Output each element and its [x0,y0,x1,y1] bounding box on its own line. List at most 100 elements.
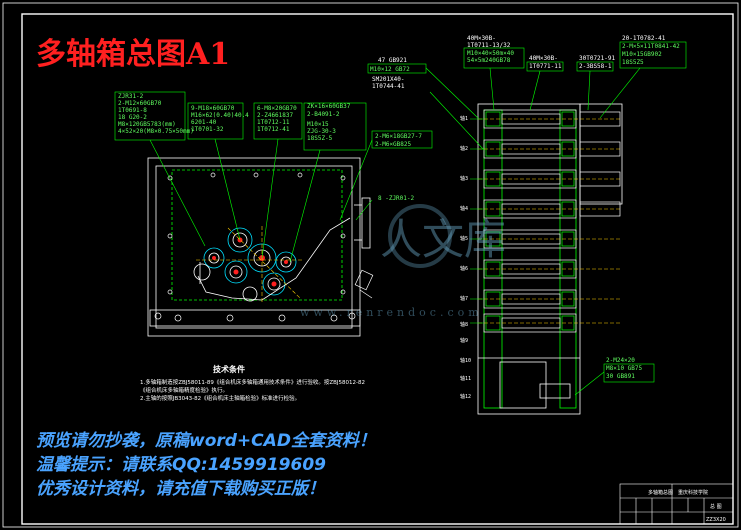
spindle-label: 轴4 [460,205,468,212]
callout-c4-line: 2-B4091-2 [307,111,340,118]
callout-c11-line: M10×15GB902 [622,51,662,58]
callout-c1-line: M8×120GB5783(mm) [118,121,176,128]
callout-c4-line: ZJG-30-3 [307,128,336,135]
tech-item: 1.多轴箱制造按ZBJ58011-89《组合机床多轴箱通用技术条件》进行验收。按… [140,378,365,386]
svg-text:40M×30B-1T0771-11: 40M×30B-1T0771-11 [529,55,562,70]
callout-c3-line: 6-M8×20GB70 [257,105,297,112]
callout-c12-line: M8×10 GB75 [606,365,643,372]
note-line-2: 温馨提示：请联系QQ:1459919609 [36,455,326,475]
tech-item: 2.主轴的按照JB3043-82《组合机床主轴箱检验》标准进行检验。 [140,394,300,402]
drawing-title: 多轴箱总图A1 [36,37,230,72]
callout-c4-line: ZK×16×60GB37 [307,103,351,110]
callout-c2-line: 9-M18×60GB70 [191,105,235,112]
callout-c8-line: 1T0711-13/32 [467,42,511,49]
callout-c9-line: 1T0771-11 [529,63,562,70]
tech-requirements: 技术条件 1.多轴箱制造按ZBJ58011-89《组合机床多轴箱通用技术条件》进… [140,364,365,402]
callout-c12-line: 2-M24×20 [606,357,635,364]
spindle-rows [470,109,622,333]
watermark-logo-icon [388,204,452,268]
callout-c2-line: 6201-40 [191,119,217,126]
spindle-label: 轴9 [460,337,468,344]
spindle-row [470,229,622,249]
title-block-school: 重庆科技学院 [678,489,708,496]
callout-c10-line: 30T0721-91 [579,55,616,62]
callout-c11-line: 2-M×5×11T0841-42 [622,43,680,50]
spindle-label: 轴12 [460,393,471,400]
spindle-row [470,139,622,159]
callout-c7-line: 47 GB921 [378,57,407,64]
spindle-row [470,289,622,309]
callout-c12-line: 30 GB891 [606,373,635,380]
svg-text:2-M6×18GB27-72-M6×GB825: 2-M6×18GB27-72-M6×GB825 [375,133,422,148]
gear-train [193,217,351,304]
spindle-label: 轴7 [460,295,468,302]
callout-c7-line: 1T0744-41 [372,83,405,90]
spindle-label: 轴6 [460,265,468,272]
callout-c1-line: 1T0691-8 [118,107,147,114]
callout-c9-line: 40M×30B- [529,55,558,62]
callout-c8-line: 54×5m240GB78 [467,57,511,64]
spindle-label: 轴10 [460,357,471,364]
spindle-label: 轴3 [460,175,468,182]
title-block-code: ZZ3X20 [706,517,726,523]
spindle-row [470,259,622,279]
spindle-label: 轴11 [460,375,471,382]
callout-c7-line: SM201X40- [372,76,405,83]
spindle-labels: 轴1 轴2 轴3 轴4 轴5 轴6 轴7 轴8 轴9 轴10 轴11 轴12 [460,115,471,400]
title-block-name: 多轴箱总图 [648,489,673,496]
callout-leaders-left [114,91,433,263]
spindle-row [470,169,622,189]
spindle-label: 轴8 [460,321,468,328]
oil-pump [354,269,374,299]
watermark-logo: 人文库 [380,215,506,264]
callout-c4-line: 18S5Z-5 [307,135,333,142]
title-block-drawn: 总 图 [710,503,722,510]
inner-frame [21,13,734,525]
callout-c3-line: 1T0712-41 [257,126,290,133]
callout-c5-line: 2-M6×18GB27-7 [375,133,422,140]
preview-notes: 预览请勿抄袭，原稿word+CAD全套资料！ 温馨提示：请联系QQ:145991… [36,431,376,499]
watermark: 人文库 www.renrendoc.com [300,204,506,319]
callout-c1-line: 4×52×20(M8×0.75×50mm) [118,128,194,135]
spindle-row [470,199,622,219]
spindle-row [470,313,622,333]
callout-c1-line: 18 G20-2 [118,114,147,121]
callout-c2-line: M16×62(0.40)40.4 [191,112,249,119]
callout-c2-line: 1T0701-32 [191,126,224,133]
callout-c3-line: 2-Z4661837 [257,112,294,119]
svg-text:30T0721-912-3BS58-1: 30T0721-912-3BS58-1 [579,55,616,70]
callout-c11-line: 20-1T0782-41 [622,35,666,42]
callout-c10-line: 2-3BS58-1 [579,63,612,70]
callout-c1-line: 2-M12×60GB70 [118,100,162,107]
tech-heading: 技术条件 [213,364,245,374]
title-block [619,483,734,525]
note-line-1: 预览请勿抄袭，原稿word+CAD全套资料！ [36,431,376,451]
callout-c8-line: M10×40×50m×40 [467,50,514,57]
callout-leaders-right [367,41,687,396]
tech-item: 《组合机床多轴箱精度检验》执行。 [140,386,228,394]
note-line-3: 优秀设计资料，请充值下载购买正版！ [36,479,325,499]
callout-c6-line: 8 -ZJR01-2 [378,195,415,202]
spindle-label: 轴2 [460,145,468,152]
mount-holes [154,172,356,322]
callout-c1-line: ZJR31-2 [118,93,144,100]
callout-c7-line: M10×12 GB72 [370,66,410,73]
callout-c4-line: M10×15 [307,121,329,128]
callout-c11-line: 18S5Z5 [622,59,644,66]
callout-c5-line: 2-M6×GB825 [375,141,412,148]
spindle-row [470,109,622,129]
callout-c8-line: 40M×30B- [467,35,496,42]
watermark-url: www.renrendoc.com [300,306,483,319]
spindle-label: 轴5 [460,235,468,242]
